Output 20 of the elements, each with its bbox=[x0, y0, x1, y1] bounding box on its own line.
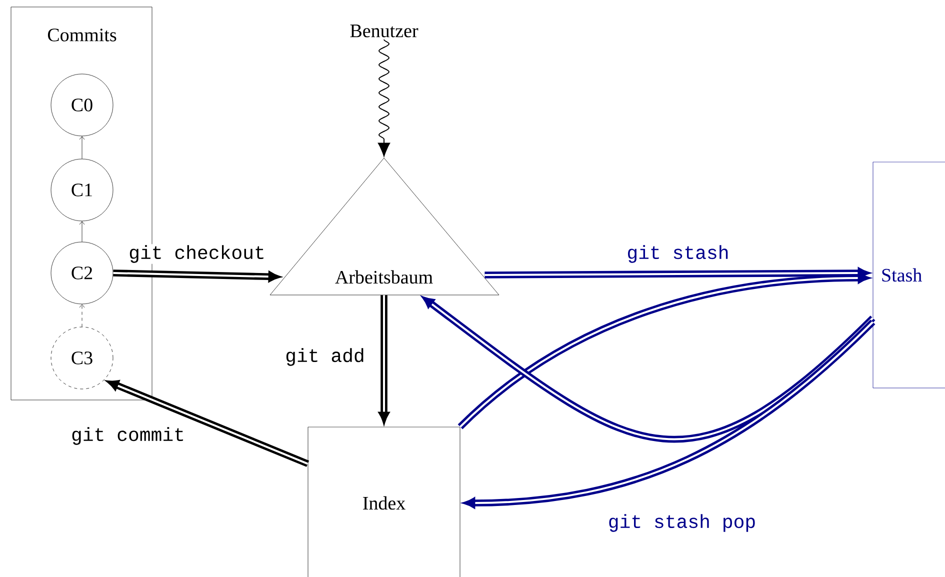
double-arrow bbox=[463, 320, 876, 508]
arrow bbox=[79, 136, 85, 159]
triangle-node: Arbeitsbaum bbox=[270, 158, 500, 296]
wavy-arrow bbox=[378, 39, 390, 156]
double-arrow bbox=[458, 272, 870, 430]
edge-label: git add bbox=[284, 347, 366, 367]
arrow bbox=[79, 304, 85, 327]
double-arrow bbox=[378, 295, 390, 424]
label-text: Benutzer bbox=[350, 24, 418, 38]
edge-label: git commit bbox=[70, 426, 186, 446]
stash-box: Stash bbox=[872, 162, 945, 388]
double-arrow bbox=[484, 268, 870, 278]
double-arrow bbox=[422, 296, 876, 442]
arrow bbox=[79, 221, 85, 242]
double-arrow bbox=[113, 270, 280, 282]
double-arrow bbox=[106, 380, 310, 467]
index-box: Index bbox=[308, 426, 460, 577]
edge-label: git stash bbox=[626, 244, 730, 264]
edge-label: git stash pop bbox=[606, 513, 758, 533]
edge-label: git checkout bbox=[128, 244, 266, 264]
